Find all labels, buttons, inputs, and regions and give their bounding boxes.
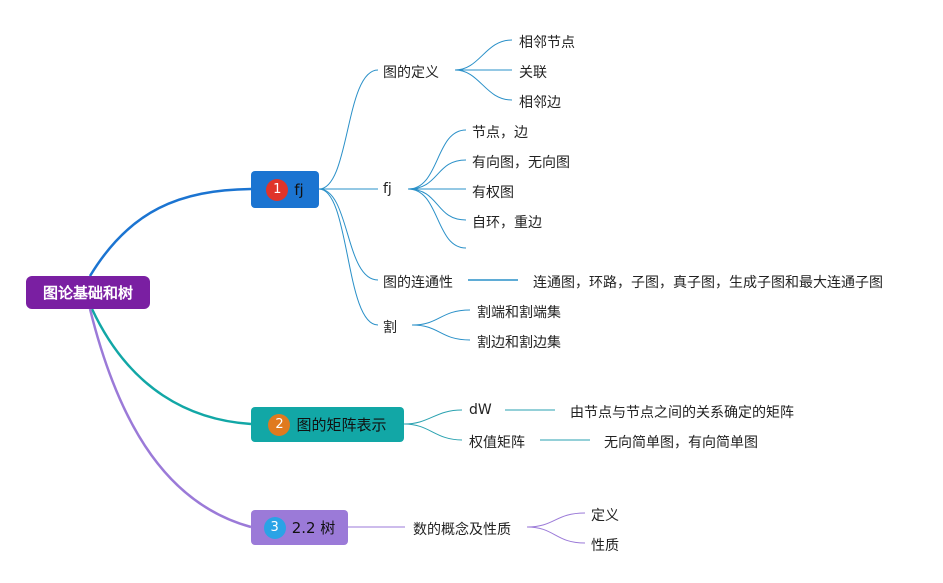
leaf-loops-multi-edges[interactable]: 自环，重边 bbox=[472, 215, 542, 231]
topic-connectivity[interactable]: 图的连通性 bbox=[383, 275, 453, 291]
edge-root-b1 bbox=[88, 187, 252, 277]
edge-root-b3 bbox=[88, 308, 252, 529]
leaf-nodes-edges[interactable]: 节点，边 bbox=[472, 125, 528, 141]
root-label: 图论基础和树 bbox=[42, 284, 133, 302]
number-badge-1: 1 bbox=[266, 178, 289, 201]
topic-tree-concepts[interactable]: 数的概念及性质 bbox=[413, 522, 511, 538]
branch-label-2: 图的矩阵表示 bbox=[296, 416, 387, 434]
leaf-directed-undirected[interactable]: 有向图，无向图 bbox=[472, 155, 570, 171]
edge-root-b2 bbox=[90, 308, 252, 426]
leaf-adjacent-nodes[interactable]: 相邻节点 bbox=[519, 35, 575, 51]
topic-weight-matrix[interactable]: 权值矩阵 bbox=[469, 435, 525, 451]
number-badge-2: 2 bbox=[268, 413, 291, 436]
topic-fj[interactable]: fj bbox=[383, 181, 392, 197]
root-node[interactable]: 图论基础和树 bbox=[26, 276, 150, 309]
leaf-cut-edge[interactable]: 割边和割边集 bbox=[477, 335, 561, 351]
leaf-node-relation-matrix[interactable]: 由节点与节点之间的关系确定的矩阵 bbox=[570, 405, 794, 421]
leaf-definition[interactable]: 定义 bbox=[591, 508, 619, 524]
branch-node-3[interactable]: 3 2.2 树 bbox=[251, 510, 348, 545]
leaf-cut-vertex[interactable]: 割端和割端集 bbox=[477, 305, 561, 321]
branch-label-3: 2.2 树 bbox=[291, 519, 336, 537]
topic-dw[interactable]: dW bbox=[469, 402, 492, 418]
leaf-weighted-graph[interactable]: 有权图 bbox=[472, 185, 514, 201]
branch-node-2[interactable]: 2 图的矩阵表示 bbox=[251, 407, 404, 442]
leaf-adjacent-edges[interactable]: 相邻边 bbox=[519, 95, 561, 111]
branch-node-1[interactable]: 1 fj bbox=[251, 171, 319, 208]
leaf-simple-graphs[interactable]: 无向简单图，有向简单图 bbox=[604, 435, 758, 451]
leaf-properties[interactable]: 性质 bbox=[591, 538, 619, 554]
leaf-incidence[interactable]: 关联 bbox=[519, 65, 547, 81]
topic-cut[interactable]: 割 bbox=[383, 320, 397, 336]
leaf-connectivity-terms[interactable]: 连通图，环路，子图，真子图，生成子图和最大连通子图 bbox=[533, 275, 883, 291]
branch-label-1: fj bbox=[294, 180, 304, 199]
topic-graph-definition[interactable]: 图的定义 bbox=[383, 65, 439, 81]
number-badge-3: 3 bbox=[263, 516, 286, 539]
